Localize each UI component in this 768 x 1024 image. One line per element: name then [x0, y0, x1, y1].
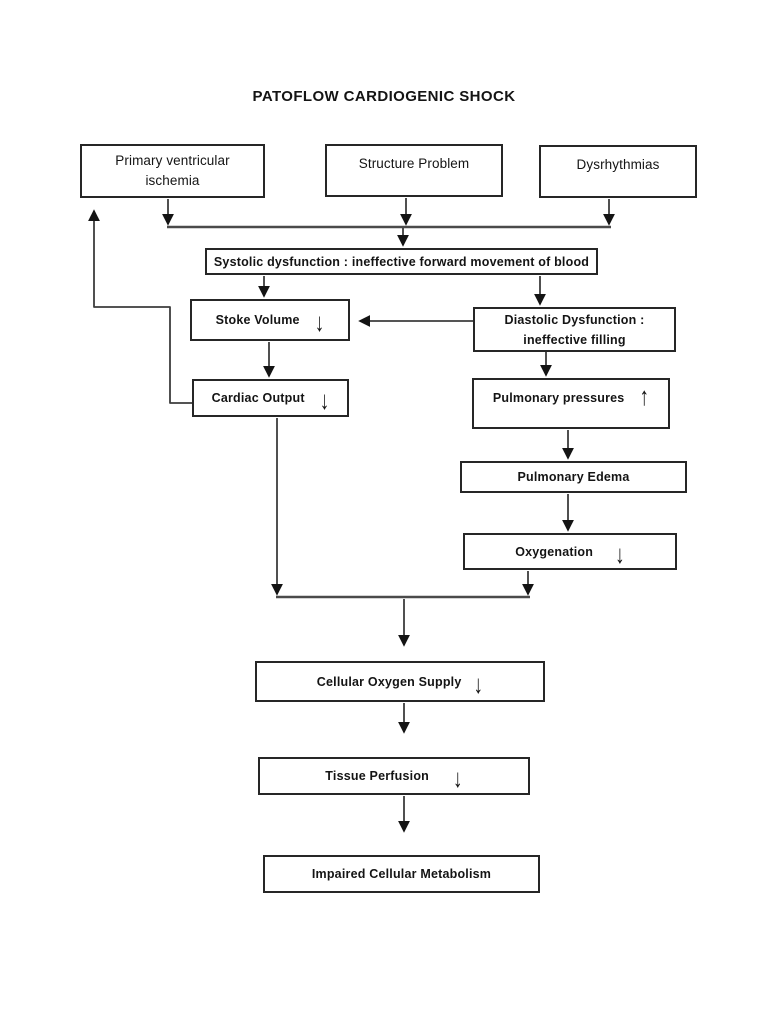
node-primary-ventricular-ischemia: Primary ventricular ischemia [80, 144, 265, 198]
node-dysrhythmias: Dysrhythmias [539, 145, 697, 198]
node-systolic-dysfunction: Systolic dysfunction : ineffective forwa… [205, 248, 598, 275]
node-label: Tissue Perfusion [325, 769, 429, 783]
node-label: Primary ventricular [115, 153, 230, 168]
node-cellular-oxygen-supply: Cellular Oxygen Supply ↓ [255, 661, 545, 702]
node-label: Impaired Cellular Metabolism [311, 867, 492, 881]
node-label: Cardiac Output [211, 391, 305, 405]
node-impaired-cellular-metabolism: Impaired Cellular Metabolism [263, 855, 540, 893]
node-pulmonary-pressures: Pulmonary pressures ↑ [472, 378, 670, 429]
node-label: Cellular Oxygen Supply [316, 674, 462, 689]
node-label: Systolic dysfunction : ineffective forwa… [213, 254, 590, 269]
down-arrow-glyph: ↓ [319, 387, 330, 416]
up-arrow-glyph: ↑ [639, 383, 650, 412]
node-label: ischemia [145, 173, 200, 188]
node-tissue-perfusion: Tissue Perfusion ↓ [258, 757, 530, 795]
page-title: PATOFLOW CARDIOGENIC SHOCK [252, 88, 516, 105]
feedback-cardiac-output-to-primary-ischemia [88, 209, 192, 404]
node-pulmonary-edema: Pulmonary Edema [460, 461, 687, 493]
node-oxygenation: Oxygenation ↓ [463, 533, 677, 570]
node-label: Stoke Volume [215, 313, 300, 327]
down-arrow-glyph: ↓ [473, 670, 484, 700]
node-cardiac-output: Cardiac Output ↓ [192, 379, 349, 417]
node-structure-problem: Structure Problem [325, 144, 503, 197]
node-label: Pulmonary pressures [492, 391, 625, 405]
node-label: Structure Problem [358, 156, 470, 171]
node-label: ineffective filling [523, 332, 626, 347]
down-arrow-glyph: ↓ [453, 765, 463, 794]
node-label: Dysrhythmias [576, 157, 660, 172]
node-label: Pulmonary Edema [517, 470, 630, 484]
down-arrow-glyph: ↓ [615, 540, 625, 570]
node-stroke-volume: Stoke Volume ↓ [190, 299, 350, 341]
node-diastolic-dysfunction: Diastolic Dysfunction : ineffective fill… [473, 307, 676, 352]
node-label: Diastolic Dysfunction : [504, 312, 645, 327]
node-label: Oxygenation [515, 544, 594, 559]
down-arrow-glyph: ↓ [314, 309, 325, 338]
